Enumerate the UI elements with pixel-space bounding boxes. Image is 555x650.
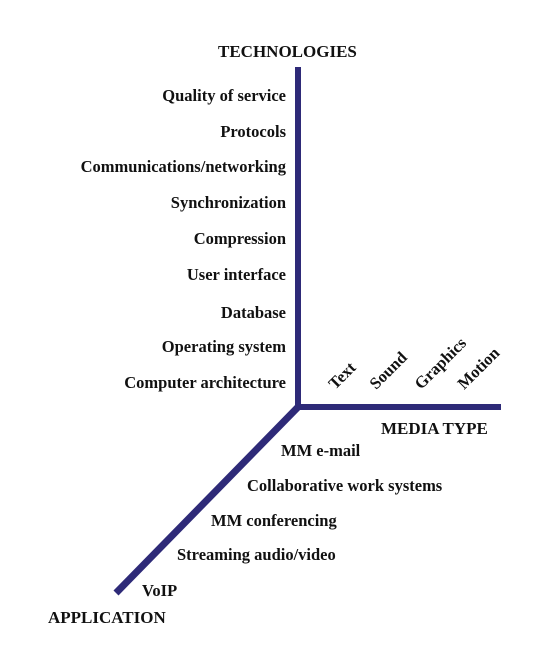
technology-label: Protocols [220,122,286,141]
application-axis-line [113,402,303,596]
technology-label: Communications/networking [80,157,286,176]
technology-label: Operating system [161,337,286,356]
technology-label: Quality of service [162,86,286,105]
application-label: MM conferencing [211,511,337,530]
technology-label: User interface [186,265,286,284]
application-label: VoIP [142,581,178,600]
technology-label: Compression [193,229,286,248]
technology-label: Synchronization [170,193,286,212]
application-label: Streaming audio/video [177,545,336,564]
application-label: MM e-mail [281,441,361,460]
media-type-axis-title: MEDIA TYPE [381,419,488,438]
application-axis-title: APPLICATION [48,608,166,627]
technology-label: Database [220,303,286,322]
technologies-axis-title: TECHNOLOGIES [218,42,357,61]
technology-label: Computer architecture [124,373,286,392]
application-label: Collaborative work systems [247,476,443,495]
